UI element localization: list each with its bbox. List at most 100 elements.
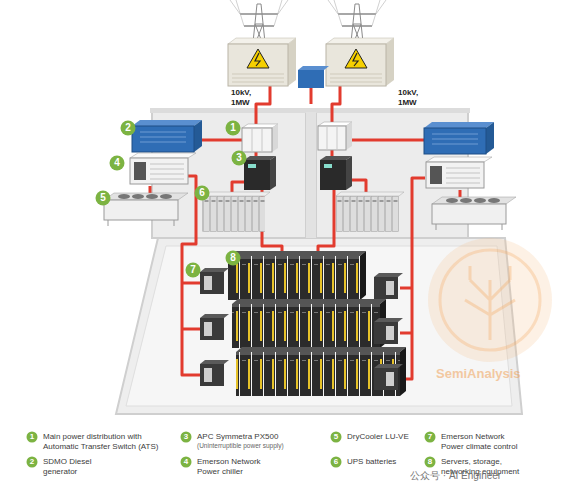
crac-panel (386, 372, 394, 386)
callout-node: 7 (185, 262, 201, 278)
cabinet-door (327, 126, 337, 150)
callout-number: 5 (95, 190, 111, 206)
rack-row-side (360, 251, 366, 300)
circle-fill (425, 432, 436, 443)
circle-fill (110, 156, 125, 171)
circle-fill (331, 432, 342, 443)
watermark-logo (428, 238, 552, 362)
callout-node: 3 (231, 150, 247, 166)
cable (346, 139, 425, 142)
pylon-arm (240, 14, 278, 26)
legend-label: DryCooler LU-VE (347, 432, 437, 442)
chiller-top (426, 157, 492, 162)
crac-top (200, 268, 229, 272)
battery-top (336, 192, 404, 196)
switchgear-top (298, 66, 329, 70)
wall (306, 112, 316, 238)
legend-text: Main power distribution with Automatic T… (43, 432, 178, 452)
cable (310, 88, 313, 104)
callout-number: 4 (180, 456, 192, 468)
warning-sign (345, 49, 367, 68)
legend-label: UPS batteries (347, 457, 437, 467)
circle-fill (27, 457, 38, 468)
transformer-vent (330, 74, 382, 82)
generator-grille (140, 132, 186, 142)
ats-cabinet (318, 126, 346, 150)
pylon-arm (338, 14, 376, 26)
generator-top (132, 120, 202, 126)
watermark-tree (465, 266, 515, 340)
callout-number: 2 (26, 456, 38, 468)
crac-top (374, 364, 403, 368)
transformer-vent (232, 74, 284, 82)
circle-fill (27, 432, 38, 443)
lightning-bolt (255, 53, 260, 66)
drycooler-top (104, 193, 188, 200)
server-rack-row (228, 256, 360, 300)
callout-node: 5 (95, 190, 111, 206)
circle-fill (195, 186, 210, 201)
transformer (326, 44, 386, 86)
transformer (228, 44, 288, 86)
legend-text: DryCooler LU-VE (347, 432, 437, 442)
crac-top (200, 360, 229, 364)
callout-node: 2 (120, 120, 136, 136)
ups-screen (248, 164, 256, 168)
legend-label: APC Symmetra PX500 (197, 432, 322, 442)
crac-unit (200, 364, 224, 386)
rack-row-side (400, 347, 406, 396)
fan (132, 194, 144, 199)
circle-fill (226, 251, 241, 266)
legend-text: Emerson Network Power chiller (197, 457, 275, 477)
callout-number: 8 (424, 456, 436, 468)
transformer-top (228, 38, 296, 44)
callout-number: 6 (330, 456, 342, 468)
legend-sublabel: (Uninterruptible power supply) (197, 442, 322, 450)
legend-label: Main power distribution with Automatic T… (43, 432, 178, 452)
legend-key: 2SDMO Diesel generator (26, 456, 38, 468)
drycooler-leg (436, 224, 502, 230)
circle-fill (96, 191, 111, 206)
legend-key: 1Main power distribution with Automatic … (26, 431, 38, 443)
ups-batteries (336, 196, 399, 232)
callout-number: 6 (194, 185, 210, 201)
drycooler-top (432, 197, 516, 204)
legend-key: 5DryCooler LU-VE (330, 431, 342, 443)
rack-row-top (236, 347, 406, 352)
legend-label: Emerson Network Power climate control (441, 432, 529, 452)
power-cables (150, 86, 460, 379)
generator-grille (432, 134, 478, 144)
fan (118, 194, 130, 199)
callout-number: 3 (180, 431, 192, 443)
callout-node: 6 (194, 185, 210, 201)
crac-top (374, 273, 403, 277)
ats-cabinet (242, 128, 272, 152)
server-rack-row (236, 352, 400, 396)
warning-sign (247, 49, 269, 68)
legend-label: SDMO Diesel generator (43, 457, 113, 477)
chiller-grille (446, 168, 480, 183)
crac-top (374, 318, 403, 322)
crac-panel (386, 326, 394, 340)
cable (256, 86, 270, 130)
ups-batteries (202, 196, 265, 232)
power-line (328, 0, 386, 26)
rack-row-top (228, 251, 366, 256)
fan (460, 198, 472, 203)
lightning-bolt (353, 53, 358, 66)
generator-top (424, 122, 494, 128)
legend-text: Emerson Network Power climate control (441, 432, 529, 452)
diesel-generator (132, 126, 194, 152)
cable (182, 176, 200, 375)
crac-panel (386, 281, 394, 295)
fan (474, 198, 486, 203)
circle-fill (425, 457, 436, 468)
legend-text: UPS batteries (347, 457, 437, 467)
rack-row-top (232, 299, 386, 304)
crac-unit (374, 368, 398, 390)
chiller-top (130, 153, 196, 158)
chiller (426, 162, 484, 188)
callout-node: 8 (225, 250, 241, 266)
